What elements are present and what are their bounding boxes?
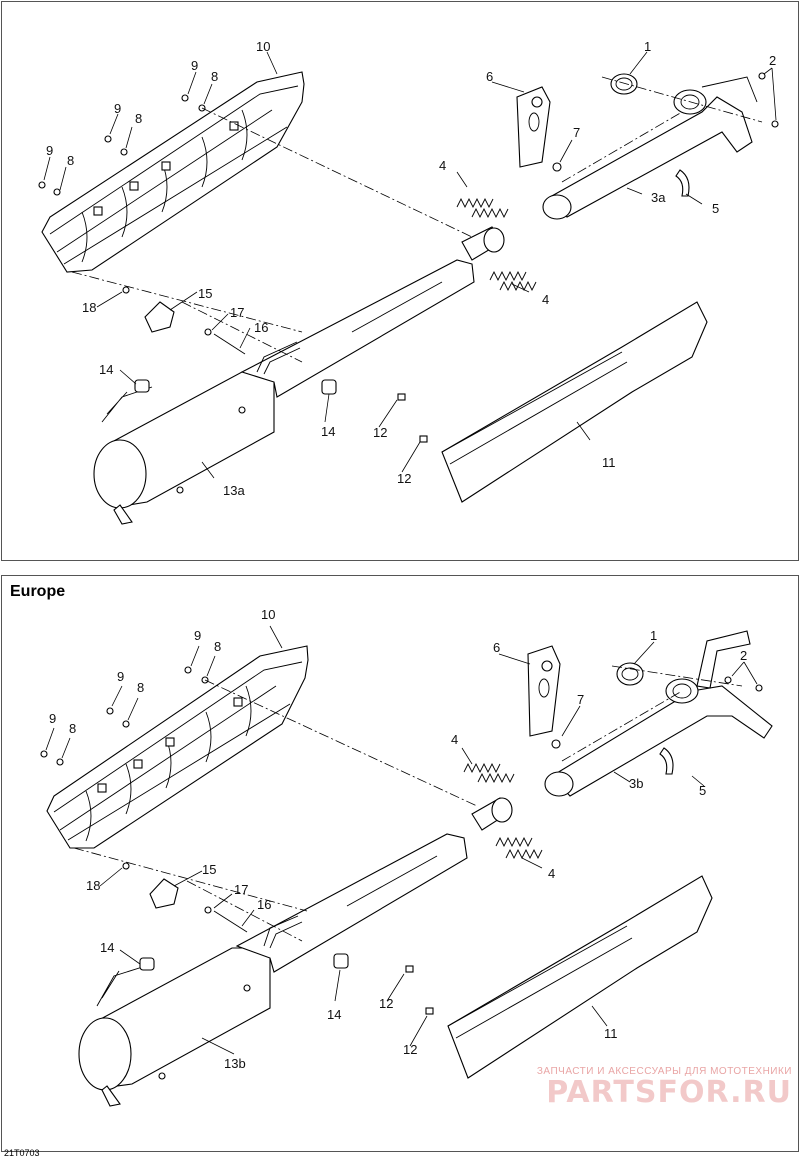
callout-8: 8	[137, 680, 144, 695]
callout-9: 9	[49, 711, 56, 726]
heat-shield-lower	[441, 301, 708, 503]
callout-1: 1	[644, 39, 651, 54]
callout-9: 9	[114, 101, 121, 116]
muffler-assembly	[93, 226, 505, 525]
muffler-assembly	[78, 797, 513, 1107]
callout-4: 4	[439, 158, 446, 173]
bracket-6	[516, 86, 551, 168]
watermark-tagline: ЗАПЧАСТИ И АКСЕССУАРЫ ДЛЯ МОТОТЕХНИКИ	[536, 1066, 792, 1077]
callout-17: 17	[230, 305, 244, 320]
callout-15: 15	[202, 862, 216, 877]
callout-17: 17	[234, 882, 248, 897]
grommet-14b	[333, 953, 349, 969]
callout-6: 6	[493, 640, 500, 655]
callout-11: 11	[602, 455, 616, 470]
diagram-panel-standard: 1 2 3a 4 4 5 6 7 8 8 8 9 9 9 10 11 12 12…	[1, 1, 799, 561]
callout-8: 8	[211, 69, 218, 84]
watermark: ЗАПЧАСТИ И АКСЕССУАРЫ ДЛЯ МОТОТЕХНИКИ PA…	[452, 1066, 792, 1110]
springs-4	[456, 197, 537, 292]
callout-13b: 13b	[224, 1056, 246, 1071]
callout-13a: 13a	[223, 483, 245, 498]
callout-15: 15	[198, 286, 212, 301]
heat-shield-upper	[46, 645, 309, 849]
callout-7: 7	[577, 692, 584, 707]
callout-5: 5	[712, 201, 719, 216]
callout-14: 14	[100, 940, 114, 955]
panel-title-europe: Europe	[10, 583, 66, 600]
heat-shield-lower	[447, 875, 713, 1079]
exhaust-pipe-3a	[542, 76, 758, 220]
gasket-ring	[616, 662, 644, 686]
clamp-15	[149, 878, 179, 909]
callout-8: 8	[214, 639, 221, 654]
callout-3a: 3a	[651, 190, 666, 205]
callout-9: 9	[46, 143, 53, 158]
callout-9: 9	[191, 58, 198, 73]
springs-4	[463, 762, 543, 860]
callout-18: 18	[82, 300, 96, 315]
callout-4: 4	[542, 292, 549, 307]
grommet-14a	[139, 957, 155, 971]
clamp-15	[144, 301, 175, 333]
watermark-brand: PARTSFOR.RU	[546, 1075, 792, 1110]
callout-12: 12	[373, 425, 387, 440]
callout-14: 14	[327, 1007, 341, 1022]
callout-16: 16	[257, 897, 271, 912]
bracket-6	[527, 645, 561, 737]
callout-12: 12	[379, 996, 393, 1011]
callout-4: 4	[451, 732, 458, 747]
exploded-view-standard: 1 2 3a 4 4 5 6 7 8 8 8 9 9 9 10 11 12 12…	[38, 39, 779, 525]
callout-9: 9	[117, 669, 124, 684]
callout-2: 2	[769, 53, 776, 68]
callout-12: 12	[403, 1042, 417, 1057]
callout-9: 9	[194, 628, 201, 643]
exhaust-pipe-3b	[544, 630, 773, 797]
callout-18: 18	[86, 878, 100, 893]
callout-14: 14	[99, 362, 113, 377]
diagram-panel-europe: Europe	[1, 575, 799, 1152]
grommet-14b	[321, 379, 337, 395]
callout-6: 6	[486, 69, 493, 84]
callout-8: 8	[135, 111, 142, 126]
callout-10: 10	[261, 607, 275, 622]
callout-5: 5	[699, 783, 706, 798]
hose-5	[675, 169, 690, 197]
callout-1: 1	[650, 628, 657, 643]
callout-10: 10	[256, 39, 270, 54]
bolt-16	[213, 333, 246, 355]
callout-11: 11	[604, 1026, 618, 1041]
callout-2: 2	[740, 648, 747, 663]
bolt-16	[213, 910, 248, 933]
callout-12: 12	[397, 471, 411, 486]
gasket-ring	[610, 73, 638, 95]
callout-8: 8	[67, 153, 74, 168]
callout-4: 4	[548, 866, 555, 881]
heat-shield-upper	[41, 71, 305, 273]
callout-14: 14	[321, 424, 335, 439]
callout-3b: 3b	[629, 776, 643, 791]
hose-5	[659, 747, 674, 775]
exploded-view-europe: 1 2 3b 4 4 5 6 7 8 8 8 9 9 9 10 11 12 12…	[40, 607, 773, 1107]
callout-8: 8	[69, 721, 76, 736]
callout-16: 16	[254, 320, 268, 335]
grommet-14a	[134, 379, 150, 393]
callout-7: 7	[573, 125, 580, 140]
diagram-code: 21T0703	[4, 1148, 40, 1158]
